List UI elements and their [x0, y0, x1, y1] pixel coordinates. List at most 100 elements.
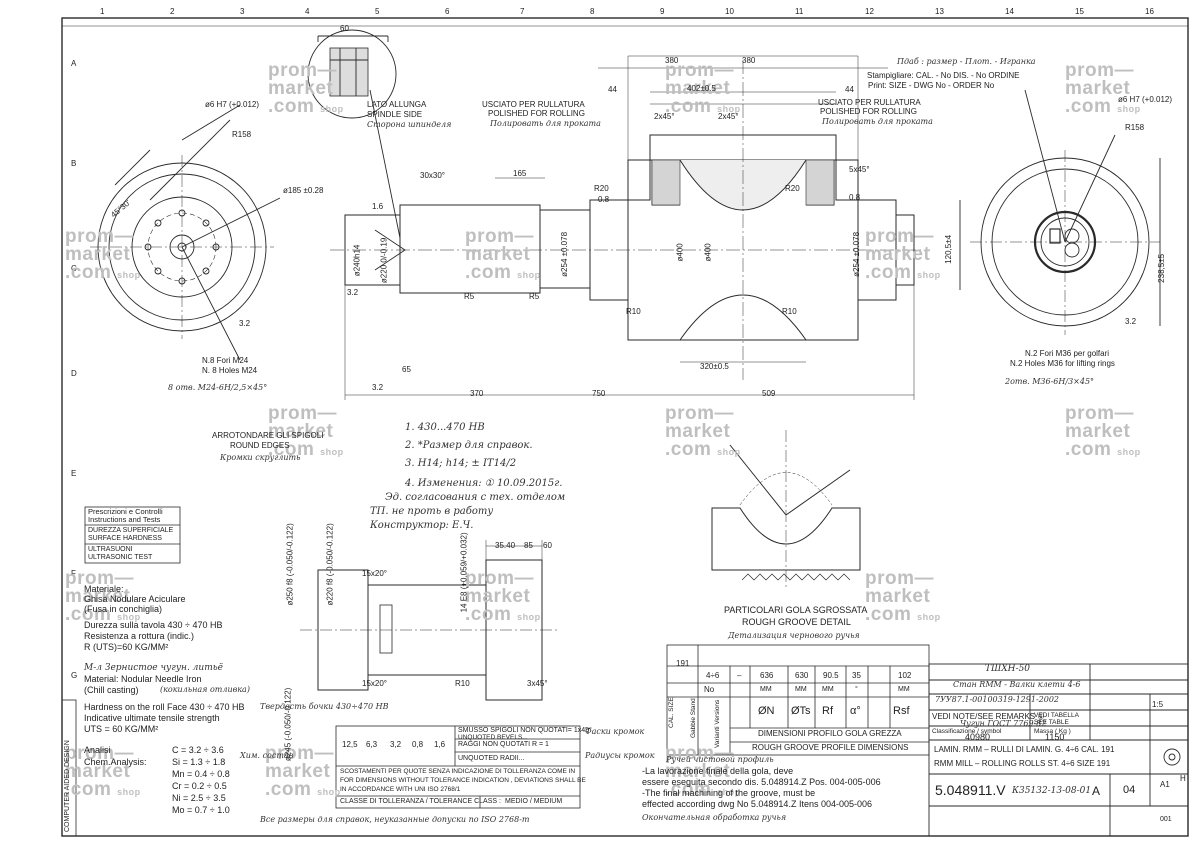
spindle-side-label-en: SPINDLE SIDE — [367, 110, 423, 119]
stamp-en: Print: SIZE - DWG No - ORDER No — [868, 81, 995, 90]
dim-120: 120,5±4 — [944, 234, 954, 264]
material-en-2: (Chill casting) — [84, 685, 139, 695]
note-7: Конструктор: Е.Ч. — [370, 520, 474, 531]
cad-side-label: COMPUTER AIDED DESIGN — [64, 740, 71, 832]
dim-14-e8: 14 E8 (+0.059/+0.032) — [459, 532, 469, 613]
dim-402: 402±0.5 — [687, 84, 716, 93]
polished-right-it: USCIATO PER RULLATURA — [818, 98, 921, 107]
watermark-10: prom—market.com shop — [65, 568, 141, 626]
dim-60: 60 — [340, 24, 349, 33]
note-1: 1. 430...470 HB — [405, 422, 485, 433]
border-row-c: C — [71, 264, 77, 273]
dim-3-2-d: 3.2 — [372, 383, 384, 392]
dim-400-right: ø400 — [703, 243, 713, 262]
tolerance-r4: FOR DIMENSIONS WITHOUT TOLERANCE INDICAT… — [340, 777, 586, 784]
tolerance-r3: SCOSTAMENTI PER QUOTE SENZA INDICAZIONE … — [340, 768, 576, 775]
sheet-of: 001 — [1160, 816, 1172, 823]
profile-val-rsf: 102 — [898, 671, 912, 680]
profile-size: 4÷6 — [706, 671, 720, 680]
material-en-4: Indicative ultimate tensile strength — [84, 713, 220, 723]
watermark-6: prom—market.com shop — [865, 226, 941, 284]
watermark-9: prom—market.com shop — [1065, 403, 1141, 461]
right-holes-en: N.2 Holes M36 for lifting rings — [1010, 359, 1115, 368]
profile-side-2: Gabbie Stand — [690, 698, 697, 738]
material-it-2: Ghisa Nodulare Aciculare — [84, 594, 186, 604]
border-col-13: 13 — [935, 7, 944, 16]
watermark-1: prom—market.com shop — [268, 60, 344, 118]
material-it-3: (Fusa in conchiglia) — [84, 604, 163, 614]
tolerance-r2b: UNQUOTED RADII... — [458, 755, 525, 762]
profile-unit-3: MM — [822, 686, 834, 693]
border-col-16: 16 — [1145, 7, 1154, 16]
analysis-it: Analisi — [84, 745, 111, 755]
chem-c: C = 3.2 ÷ 3.6 — [172, 745, 224, 755]
profile-sym-2: ØTs — [791, 705, 811, 717]
right-holes-ru: 2отв. M36-6H/3×45° — [1005, 377, 1095, 386]
dim-185: ø185 ±0.28 — [283, 186, 324, 195]
groove-note-ru-2: Ручей чистовой профиль — [666, 755, 774, 764]
border-col-2: 2 — [170, 7, 175, 16]
dim-r5-left: R5 — [464, 292, 475, 301]
border-col-10: 10 — [725, 7, 734, 16]
dim-3x45: 3x45° — [527, 679, 548, 688]
groove-note-en-2: effected according dwg No 5.048914.Z Ite… — [642, 799, 872, 809]
material-en-3: Hardness on the roll Face 430 ÷ 470 HB — [84, 702, 245, 712]
drawing-ru: 7УУ87.1-00100319-1291-2002 — [935, 695, 1060, 704]
border-col-14: 14 — [1005, 7, 1014, 16]
profile-val-rf: 90.5 — [823, 671, 839, 680]
right-holes-it: N.2 Fori M36 per golfari — [1025, 349, 1110, 358]
roughness-5: 1,6 — [434, 740, 446, 749]
polished-left-ru: Полировать для проката — [490, 119, 601, 128]
profile-no: No — [704, 685, 715, 694]
note-3: 3. H14; h14; ± IT14/2 — [405, 458, 517, 469]
stamp-ru: Пдаб : размер - Плот. - Игранка — [897, 57, 1036, 66]
roughness-4: 0,8 — [412, 740, 424, 749]
profile-side-3: Varianti Versions — [714, 699, 721, 748]
dim-r20-left: R20 — [594, 184, 609, 193]
border-col-4: 4 — [305, 7, 310, 16]
dim-400-left: ø400 — [675, 243, 685, 262]
dim-254-right: ø254 ±0.078 — [852, 231, 862, 277]
border-col-5: 5 — [375, 7, 380, 16]
analysis-ru: Хим. состав — [240, 751, 294, 760]
mass: 1150 — [1045, 732, 1065, 742]
chem-cr: Cr = 0.2 ÷ 0.5 — [172, 781, 227, 791]
watermark-3: prom—market.com shop — [1065, 60, 1141, 118]
controls-r1-it: DUREZZA SUPERFICIALE — [88, 527, 174, 534]
profile-sym-4: α° — [850, 705, 861, 717]
dim-30x30: 30x30° — [420, 171, 445, 180]
border-row-f: F — [71, 569, 76, 578]
material-it-4: Durezza sulla tavola 430 ÷ 470 HB — [84, 620, 223, 630]
chem-ni: Ni = 2.5 ÷ 3.5 — [172, 793, 226, 803]
rough-groove-title-it: PARTICOLARI GOLA SGROSSATA — [724, 605, 868, 615]
sheet: 04 — [1123, 784, 1136, 796]
dim-60-section: 60 — [543, 541, 552, 550]
dim-220-f8: ø220 f8 (-0.050/-0.122) — [325, 523, 335, 606]
controls-r2-en: ULTRASONIC TEST — [88, 554, 153, 561]
controls-box — [84, 506, 181, 564]
left-holes-it: N.8 Fori M24 — [202, 356, 249, 365]
code: 40980 — [965, 732, 991, 742]
tolerance-ru-a: Фаски кромок — [585, 727, 645, 736]
border-col-6: 6 — [445, 7, 450, 16]
dim-240: ø240h14 — [352, 244, 362, 277]
dim-509: 509 — [762, 389, 776, 398]
material-ru-3: Твердость бочки 430÷470 HB — [260, 702, 389, 711]
roughness-3: 3,2 — [390, 740, 402, 749]
controls-title-it: Prescrizioni e Controlli — [88, 507, 163, 516]
dim-370: 370 — [470, 389, 484, 398]
stamp-it: Stampigliare: CAL. - No DIS. - No ORDINE — [867, 71, 1020, 80]
profile-table-frame — [666, 644, 930, 756]
dim-35-40: 35.40 — [495, 541, 516, 550]
groove-note-en-1: -The final machining of the groove, must… — [642, 788, 816, 798]
dim-15x20-bottom: 15x20° — [362, 679, 387, 688]
pattern-no: ТШХН-50 — [985, 664, 1031, 674]
dim-250: ø250 f8 (-0.050/-0.122) — [285, 523, 295, 606]
dim-5x45: 5x45° — [849, 165, 870, 174]
dim-1-6: 1.6 — [372, 202, 384, 211]
profile-sym-1: ØN — [758, 705, 775, 717]
dim-r10-right: R10 — [782, 307, 797, 316]
profile-val-ts: 630 — [795, 671, 809, 680]
dim-3-2-c: 3.2 — [1125, 317, 1137, 326]
